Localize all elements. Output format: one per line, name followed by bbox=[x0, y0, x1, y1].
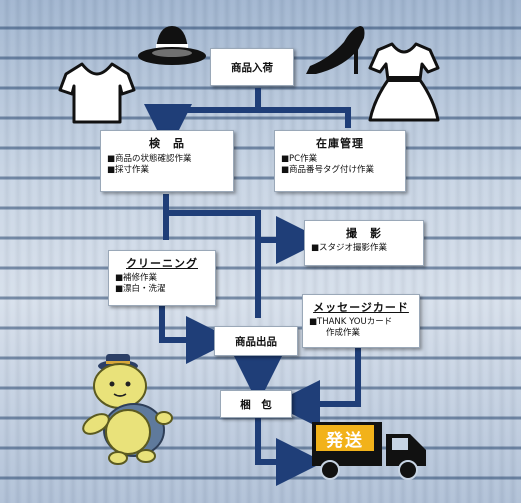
node-packing-title: 梱 包 bbox=[240, 398, 272, 411]
node-inventory-line: ■PC作業 bbox=[281, 154, 318, 164]
node-inspection-line: ■商品の状態確認作業 bbox=[107, 154, 192, 164]
node-message-card-title: メッセージカード bbox=[313, 301, 409, 314]
node-inventory-title: 在庫管理 bbox=[316, 137, 364, 150]
node-listing-title: 商品出品 bbox=[235, 335, 277, 348]
node-inspection-line: ■採寸作業 bbox=[107, 165, 150, 175]
high-heel-icon bbox=[306, 26, 365, 74]
turtle-mascot-icon bbox=[82, 354, 173, 465]
node-photography: 撮 影 ■スタジオ撮影作業 bbox=[304, 220, 424, 266]
arrow-cleaning-listing bbox=[159, 306, 234, 364]
t-shirt-icon bbox=[58, 62, 136, 124]
node-photography-line: ■スタジオ撮影作業 bbox=[311, 243, 388, 253]
node-cleaning-line: ■漂白・洗濯 bbox=[115, 284, 166, 294]
node-message-card-line: 作成作業 bbox=[309, 328, 361, 338]
node-listing: 商品出品 bbox=[214, 326, 298, 356]
arrow-packing-ship bbox=[255, 418, 324, 486]
node-intake: 商品入荷 bbox=[210, 48, 294, 86]
node-inspection: 検 品 ■商品の状態確認作業 ■採寸作業 bbox=[100, 130, 234, 192]
node-packing: 梱 包 bbox=[220, 390, 292, 418]
arrow-intake-inventory bbox=[258, 107, 351, 128]
arrow-inspection-branch bbox=[166, 210, 261, 318]
arrow-intake-split bbox=[144, 88, 261, 152]
node-message-card-line: ■THANK YOUカード bbox=[309, 317, 393, 327]
node-cleaning: クリーニング ■補修作業 ■漂白・洗濯 bbox=[108, 250, 216, 306]
dress-icon bbox=[368, 42, 440, 122]
node-message-card: メッセージカード ■THANK YOUカード 作成作業 bbox=[302, 294, 420, 348]
hat-icon bbox=[138, 26, 206, 65]
truck-shipping-label: 発送 bbox=[316, 425, 374, 451]
node-cleaning-title: クリーニング bbox=[126, 257, 198, 270]
node-inventory-line: ■商品番号タグ付け作業 bbox=[281, 165, 375, 175]
node-inventory: 在庫管理 ■PC作業 ■商品番号タグ付け作業 bbox=[274, 130, 406, 192]
node-photography-title: 撮 影 bbox=[346, 227, 382, 240]
arrow-message-packing bbox=[272, 348, 361, 428]
node-intake-title: 商品入荷 bbox=[231, 61, 273, 74]
node-inspection-title: 検 品 bbox=[149, 137, 185, 150]
node-cleaning-line: ■補修作業 bbox=[115, 273, 158, 283]
